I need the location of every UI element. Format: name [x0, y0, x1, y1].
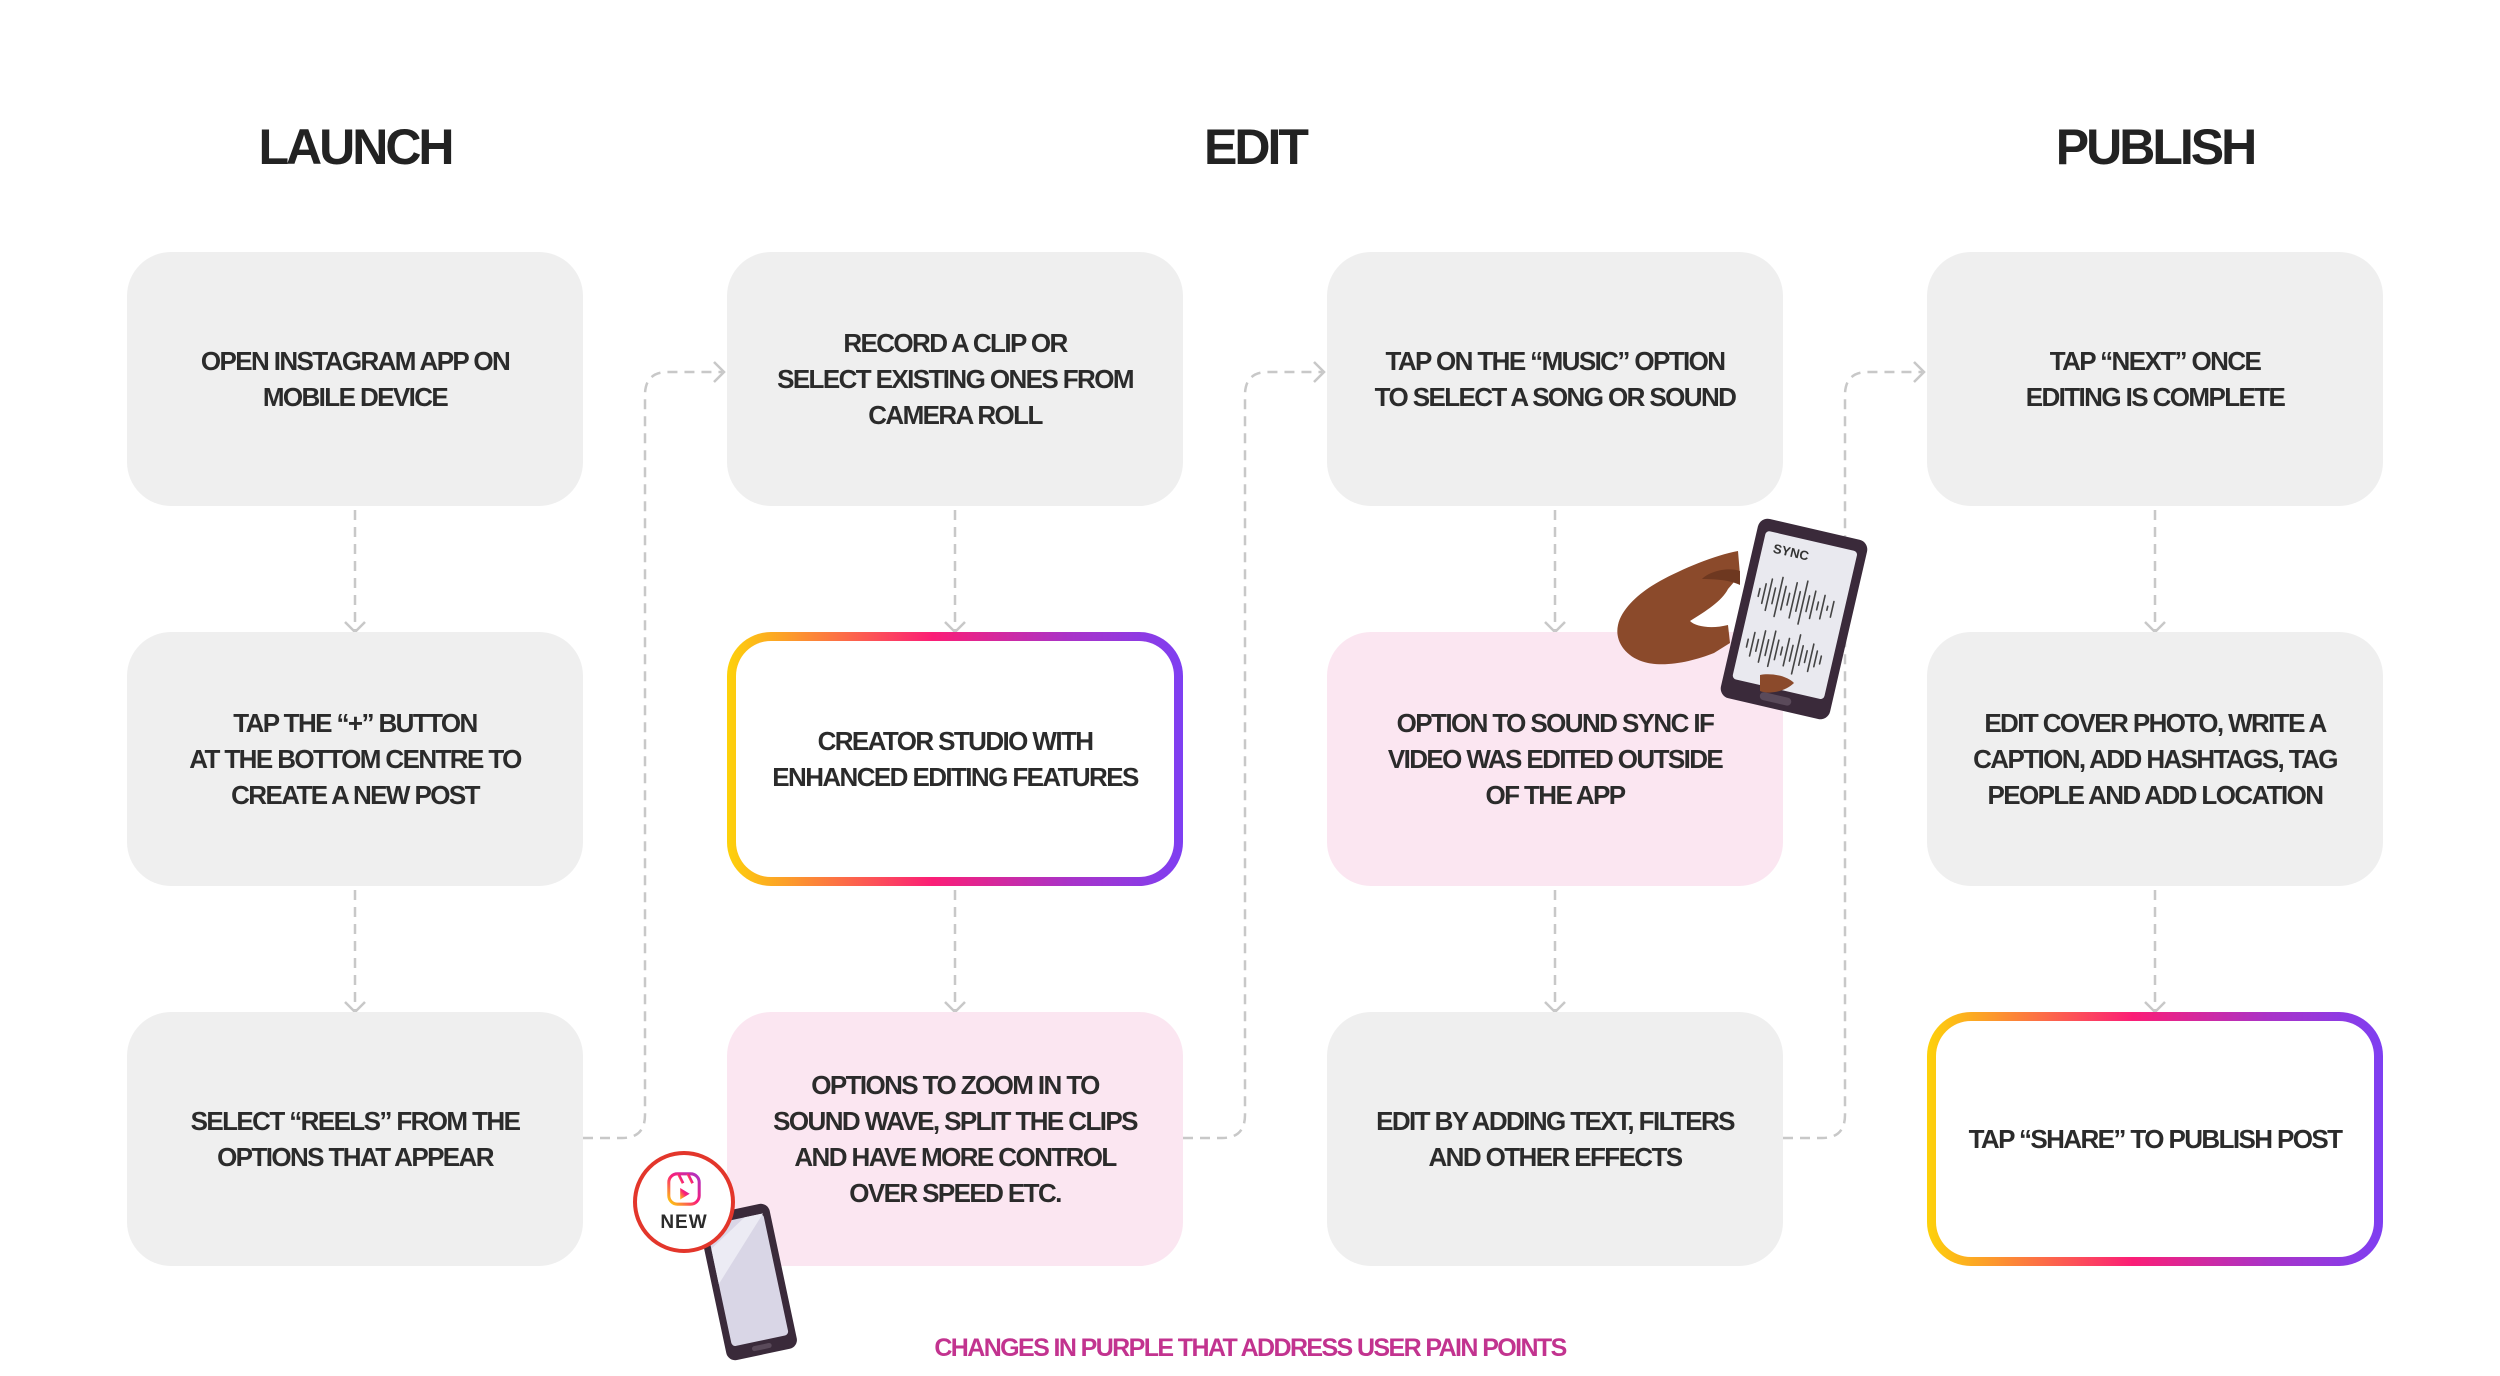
stage-title-launch: LAUNCH	[258, 119, 454, 175]
step-open-app: OPEN INSTAGRAM APP ON MOBILE DEVICE	[127, 252, 583, 506]
stage-title-publish: PUBLISH	[2055, 119, 2257, 175]
step-edit-cover-text: EDIT COVER PHOTO, WRITE A CAPTION, ADD H…	[1973, 708, 2338, 810]
new-badge-label: NEW	[660, 1212, 708, 1233]
step-select-reels-text: SELECT “REELS” FROM THE OPTIONS THAT APP…	[190, 1106, 521, 1172]
step-tap-next-text: TAP “NEXT” ONCE EDITING IS COMPLETE	[2025, 346, 2286, 412]
step-sound-sync: OPTION TO SOUND SYNC IF VIDEO WAS EDITED…	[1327, 632, 1783, 886]
step-tap-share: TAP “SHARE” TO PUBLISH POST	[1927, 1012, 2383, 1266]
footer-note: CHANGES IN PURPLE THAT ADDRESS USER PAIN…	[934, 1334, 1567, 1362]
step-zoom-options: OPTIONS TO ZOOM IN TO SOUND WAVE, SPLIT …	[727, 1012, 1183, 1266]
step-open-app-text: OPEN INSTAGRAM APP ON MOBILE DEVICE	[200, 346, 511, 412]
step-tap-plus-text: TAP THE “+” BUTTON AT THE BOTTOM CENTRE …	[189, 708, 522, 810]
step-edit-effects: EDIT BY ADDING TEXT, FILTERS AND OTHER E…	[1327, 1012, 1783, 1266]
step-creator-studio-text: CREATOR STUDIO WITH ENHANCED EDITING FEA…	[772, 726, 1139, 792]
stage-title-edit: EDIT	[1204, 119, 1309, 175]
hand-phone-sync-illustration: SYNC	[1617, 518, 1868, 720]
step-sound-sync-text: OPTION TO SOUND SYNC IF VIDEO WAS EDITED…	[1387, 708, 1724, 810]
step-record-clip-text: RECORD A CLIP OR SELECT EXISTING ONES FR…	[777, 328, 1134, 430]
step-music-option-text: TAP ON THE “MUSIC” OPTION TO SELECT A SO…	[1374, 346, 1737, 412]
step-tap-plus: TAP THE “+” BUTTON AT THE BOTTOM CENTRE …	[127, 632, 583, 886]
step-tap-share-text: TAP “SHARE” TO PUBLISH POST	[1968, 1124, 2343, 1154]
step-tap-next: TAP “NEXT” ONCE EDITING IS COMPLETE	[1927, 252, 2383, 506]
step-zoom-options-text: OPTIONS TO ZOOM IN TO SOUND WAVE, SPLIT …	[773, 1070, 1138, 1208]
reels-icon	[667, 1172, 701, 1206]
new-feature-badge: NEW	[633, 1151, 735, 1253]
step-edit-cover: EDIT COVER PHOTO, WRITE A CAPTION, ADD H…	[1927, 632, 2383, 886]
step-record-clip: RECORD A CLIP OR SELECT EXISTING ONES FR…	[727, 252, 1183, 506]
step-music-option: TAP ON THE “MUSIC” OPTION TO SELECT A SO…	[1327, 252, 1783, 506]
new-phone-illustration	[699, 1203, 797, 1361]
step-edit-effects-text: EDIT BY ADDING TEXT, FILTERS AND OTHER E…	[1376, 1106, 1735, 1172]
step-select-reels: SELECT “REELS” FROM THE OPTIONS THAT APP…	[127, 1012, 583, 1266]
step-creator-studio: CREATOR STUDIO WITH ENHANCED EDITING FEA…	[727, 632, 1183, 886]
